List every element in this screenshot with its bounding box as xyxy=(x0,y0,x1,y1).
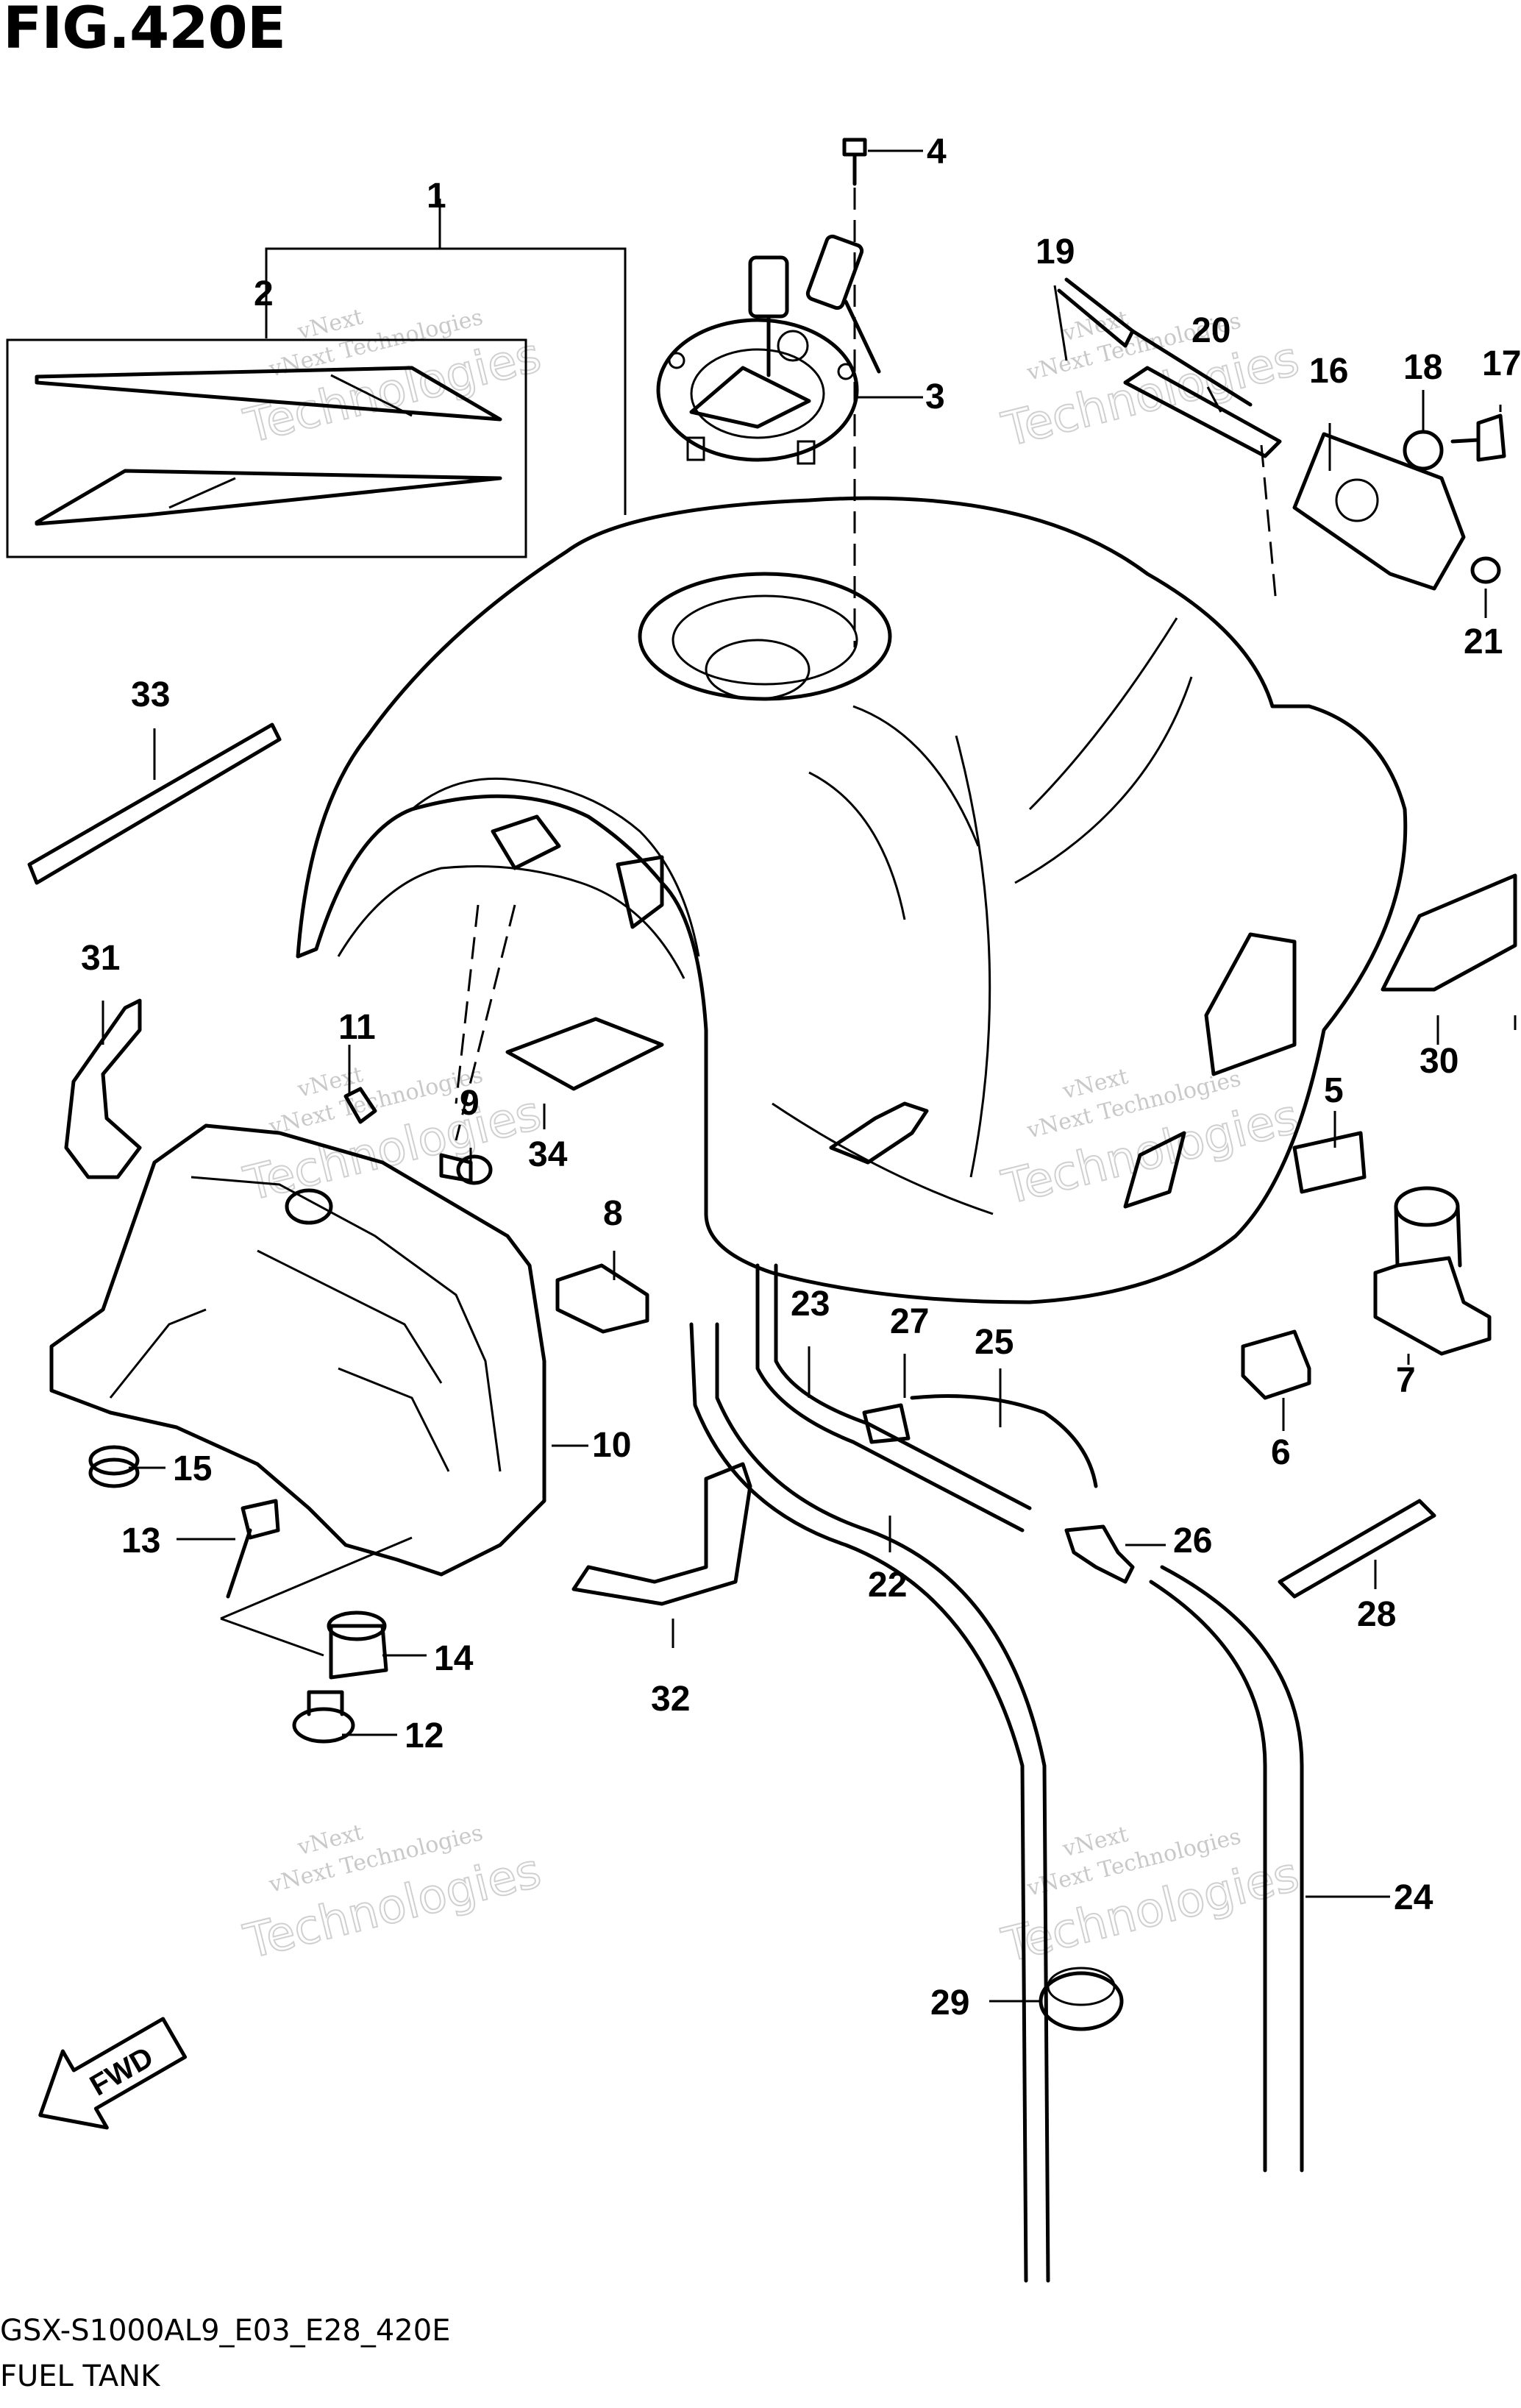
callout-18: 18 xyxy=(1403,348,1442,387)
part-strap-28 xyxy=(1278,1499,1436,1599)
part-collar-20 xyxy=(1123,366,1282,458)
watermark-bottom-left: vNext vNext Technologies Technologies xyxy=(238,1819,547,1970)
figure-caption: FUEL TANK xyxy=(0,2359,160,2393)
callout-25: 25 xyxy=(975,1323,1014,1362)
fwd-arrow-icon: FWD xyxy=(38,2017,188,2130)
callout-8: 8 xyxy=(603,1194,623,1233)
part-nut-21 xyxy=(1470,556,1501,584)
callout-33: 33 xyxy=(131,675,170,714)
callout-3: 3 xyxy=(925,377,945,416)
callout-27: 27 xyxy=(890,1302,929,1341)
leader-lines xyxy=(101,149,1517,2003)
part-cushion-7 xyxy=(1373,1186,1492,1356)
callout-9: 9 xyxy=(460,1084,480,1123)
part-fuel-tank xyxy=(296,496,1408,1304)
callout-1: 1 xyxy=(427,177,446,216)
callout-4: 4 xyxy=(927,132,947,171)
callout-10: 10 xyxy=(592,1426,631,1465)
callout-16: 16 xyxy=(1309,352,1348,391)
part-label-5 xyxy=(1292,1131,1367,1194)
callout-12: 12 xyxy=(405,1716,444,1755)
part-bracket-32 xyxy=(571,1462,752,1606)
figure-title: FIG.420E xyxy=(3,0,286,62)
part-joint-26 xyxy=(1064,1524,1135,1584)
callout-13: 13 xyxy=(121,1521,160,1560)
callout-14: 14 xyxy=(434,1639,474,1678)
callout-32: 32 xyxy=(651,1680,690,1719)
part-cushion-6 xyxy=(1241,1329,1311,1400)
callout-29: 29 xyxy=(930,1983,969,2022)
part-strip-33 xyxy=(27,722,282,885)
part-grommet-15 xyxy=(88,1445,140,1488)
callout-26: 26 xyxy=(1173,1521,1212,1560)
part-emblem-set xyxy=(6,199,627,558)
callout-24: 24 xyxy=(1394,1878,1433,1917)
callout-5: 5 xyxy=(1324,1071,1344,1110)
callout-30: 30 xyxy=(1420,1042,1458,1081)
callout-17: 17 xyxy=(1482,344,1521,383)
callout-22: 22 xyxy=(868,1566,907,1605)
watermark-mid-right: vNext vNext Technologies Technologies xyxy=(996,1064,1305,1217)
part-bolt-17 xyxy=(1450,413,1506,462)
watermark-group: vNext vNext Technologies Technologies vN… xyxy=(238,304,1305,1975)
part-11 xyxy=(343,1087,377,1124)
watermark-bottom-right: vNext vNext Technologies Technologies xyxy=(996,1822,1305,1975)
callout-labels: 1 2 3 4 5 6 7 8 9 10 11 12 13 14 15 16 1… xyxy=(81,132,1521,2022)
part-bolt-9 xyxy=(439,1153,493,1185)
part-hose-22 xyxy=(689,1322,1050,2283)
part-bracket-31 xyxy=(64,998,142,1179)
part-fuel-cap xyxy=(656,234,881,465)
part-bracket-16 xyxy=(1292,432,1466,591)
callout-2: 2 xyxy=(254,274,274,313)
callout-21: 21 xyxy=(1464,622,1503,661)
model-code: GSX-S1000AL9_E03_E28_420E xyxy=(0,2314,451,2348)
part-bolt-19 xyxy=(1057,277,1253,407)
part-bolt-13 xyxy=(226,1499,280,1599)
part-grommet-12 xyxy=(292,1690,355,1744)
part-label-8 xyxy=(555,1263,649,1334)
part-clip-27 xyxy=(862,1403,911,1444)
part-grommet-14 xyxy=(327,1610,388,1680)
callout-28: 28 xyxy=(1357,1595,1396,1634)
callout-20: 20 xyxy=(1191,311,1230,350)
callout-7: 7 xyxy=(1396,1361,1416,1400)
callout-34: 34 xyxy=(528,1135,568,1174)
part-bracket-10 xyxy=(49,1123,546,1577)
part-nut-18 xyxy=(1403,430,1444,471)
callout-23: 23 xyxy=(791,1285,830,1324)
callout-15: 15 xyxy=(173,1449,212,1488)
part-screw-4 xyxy=(842,138,867,647)
part-label-30 xyxy=(1381,873,1517,992)
callout-11: 11 xyxy=(338,1008,376,1047)
part-clamp-29 xyxy=(1039,1967,1124,2031)
callout-6: 6 xyxy=(1271,1433,1291,1472)
part-hose-24 xyxy=(1149,1565,1304,2173)
callout-19: 19 xyxy=(1036,232,1075,271)
callout-31: 31 xyxy=(81,939,120,978)
part-label-34 xyxy=(505,1017,664,1091)
part-hose-25 xyxy=(910,1394,1098,1488)
